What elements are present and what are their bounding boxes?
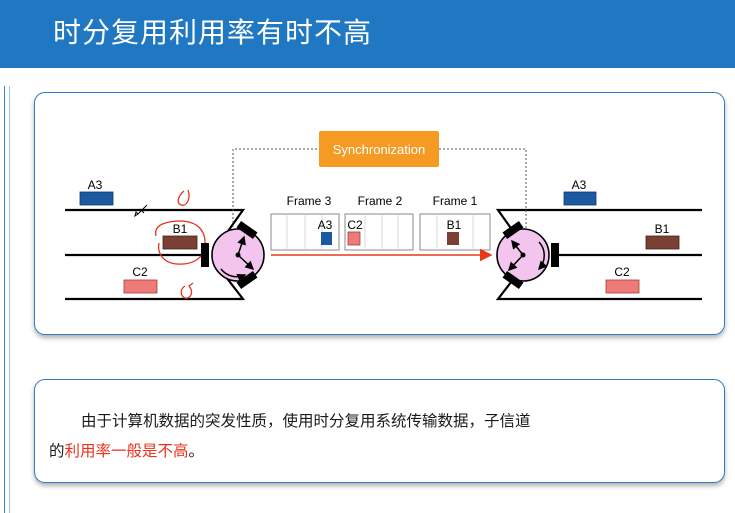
input-lines — [65, 208, 246, 301]
explanation-card: 由于计算机数据的突发性质，使用时分复用系统传输数据，子信道 的利用率一般是不高。 — [34, 379, 725, 483]
input-label-a3: A3 — [88, 178, 103, 192]
demultiplexer-right — [496, 220, 559, 290]
title-bar: 时分复用利用率有时不高 — [0, 0, 735, 68]
frame-1-slot — [447, 232, 459, 245]
pen-icon — [134, 204, 148, 218]
packet-a3-out — [563, 191, 597, 206]
input-label-b1: B1 — [173, 222, 188, 236]
sync-label: Synchronization — [333, 142, 426, 157]
diagram-card: Synchronization A3 B1 C2 — [34, 92, 725, 335]
output-line-c — [495, 276, 702, 301]
input-line-c — [65, 276, 246, 301]
output-line-a — [495, 208, 702, 235]
frame-3-label: Frame 3 — [287, 194, 332, 208]
packet-c2-out — [605, 279, 640, 294]
input-line-a — [65, 208, 246, 235]
tdm-diagram: Synchronization A3 B1 C2 — [65, 131, 702, 301]
packet-b1-in — [162, 235, 198, 250]
packet-c2-in — [123, 279, 158, 294]
frame-2-slot-label: C2 — [347, 218, 363, 232]
caption-line-2-prefix: 的 — [49, 442, 65, 460]
frame-2-label: Frame 2 — [358, 194, 403, 208]
left-divider — [4, 86, 10, 513]
output-label-b1: B1 — [655, 222, 670, 236]
input-label-c2: C2 — [132, 265, 148, 279]
frames: Frame 3 A3 Frame 2 C2 Frame 1 B1 — [270, 194, 491, 251]
caption-highlight: 利用率一般是不高 — [64, 442, 189, 460]
multiplexer-left — [201, 220, 265, 290]
frame-1-label: Frame 1 — [433, 194, 478, 208]
sync-link — [232, 148, 527, 235]
output-packets: A3 B1 C2 — [563, 178, 680, 294]
caption-line-1: 由于计算机数据的突发性质，使用时分复用系统传输数据，子信道 — [81, 412, 531, 430]
frame-3-slot — [321, 232, 332, 245]
frame-2-slot — [347, 231, 361, 246]
packet-b1-out — [645, 235, 680, 250]
frame-3-slot-label: A3 — [318, 218, 333, 232]
sync-box — [319, 131, 439, 167]
packet-a3-in — [79, 191, 114, 206]
page-title: 时分复用利用率有时不高 — [53, 16, 373, 49]
explanation-text: 由于计算机数据的突发性质，使用时分复用系统传输数据，子信道 的利用率一般是不高。 — [49, 406, 699, 466]
caption-line-2-suffix: 。 — [188, 442, 205, 460]
output-label-a3: A3 — [572, 178, 587, 192]
frame-1-slot-label: B1 — [447, 218, 462, 232]
output-lines — [495, 208, 702, 301]
input-packets: A3 B1 C2 — [79, 178, 198, 294]
output-label-c2: C2 — [614, 265, 630, 279]
